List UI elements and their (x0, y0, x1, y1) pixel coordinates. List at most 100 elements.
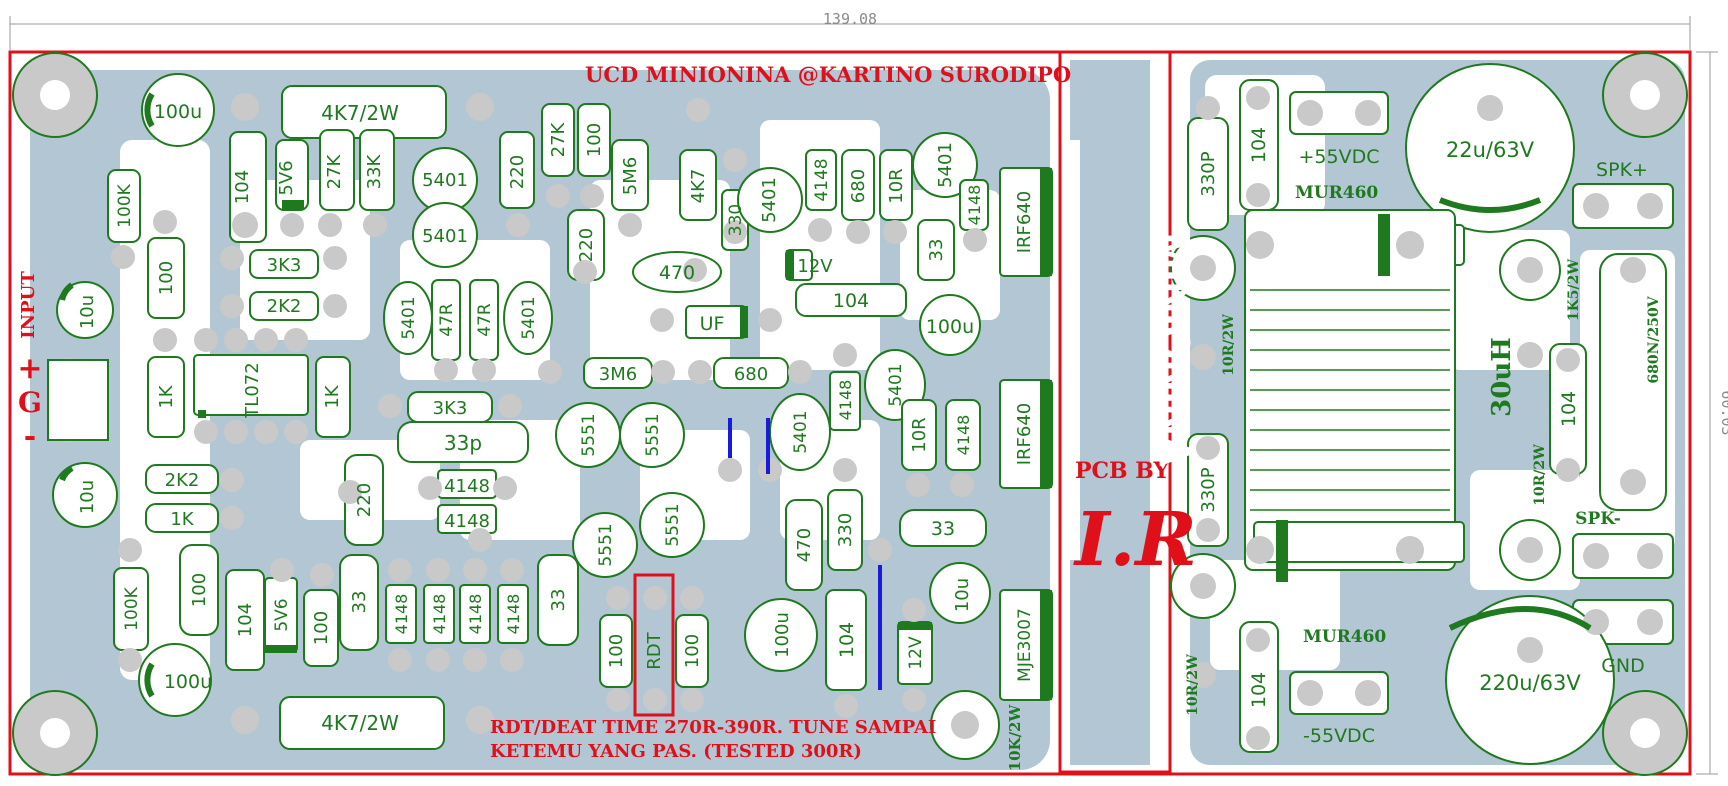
resistor-100-e: 100 (606, 634, 627, 668)
resistor-100-d: 100 (311, 611, 332, 645)
input-plus: + (17, 351, 42, 386)
zener-12v-a: 12V (797, 256, 833, 277)
resistor-2k2-b: 2K2 (165, 470, 200, 491)
ic-tl072: TL072 (242, 362, 263, 418)
resistor-47r-b: 47R (475, 303, 495, 337)
resistor-1k-a: 1K (156, 384, 177, 408)
zener-5v6-b: 5V6 (272, 598, 292, 631)
cap-220u-63v: 220u/63V (1479, 671, 1581, 695)
cap-100u-top-left: 100u (154, 101, 202, 123)
cap-104-d: 104 (836, 622, 858, 658)
transistor-5401-h: 5401 (886, 363, 906, 406)
jumper-wires (728, 418, 882, 690)
width-dimension: 139.08 (823, 10, 877, 28)
cap-330-a: 330 (726, 204, 746, 236)
resistor-3k3-b: 3K3 (433, 398, 468, 419)
cap-330p-b: 330P (1198, 467, 1219, 512)
resistor-27k-b: 27K (548, 121, 569, 157)
cap-330-b: 330 (835, 513, 856, 547)
inductor-windings (1250, 289, 1450, 511)
cap-470-a: 470 (659, 262, 695, 284)
input-gnd: G (18, 386, 42, 419)
input-connector (47, 359, 109, 441)
diode-mur460-a: MUR460 (1295, 183, 1378, 203)
transistor-5551-d: 5551 (663, 503, 683, 546)
diode-4148-h: 4148 (430, 594, 449, 635)
zener-12v-b: 12V (906, 636, 926, 670)
input-label: INPUT (18, 271, 39, 339)
board-title: UCD MINIONINA @KARTINO SURODIPO (585, 62, 1071, 87)
inductor-30uh: 30uH (1487, 337, 1517, 417)
resistor-4k7-top: 4K7/2W (321, 101, 399, 125)
cap-330p-a: 330P (1198, 151, 1219, 196)
deadtime-note-line2: KETEMU YANG PAS. (TESTED 300R) (490, 741, 862, 762)
diode-mur460-b: MUR460 (1303, 627, 1386, 647)
mounting-holes (12, 52, 1688, 776)
power-positive-label: +55VDC (1299, 146, 1380, 168)
resistor-100k-a: 100K (115, 183, 135, 227)
resistor-33k: 33K (364, 153, 385, 189)
transistor-5401-a: 5401 (422, 170, 468, 191)
diode-4148-g: 4148 (392, 594, 411, 635)
deadtime-note-line1: RDT/DEAT TIME 270R-390R. TUNE SAMPAI (490, 717, 936, 738)
cap-100u-mid: 100u (926, 316, 974, 338)
height-dimension: 60.03 (1718, 390, 1728, 435)
mosfet-irf640-b: IRF640 (1014, 403, 1035, 466)
power-negative-label: -55VDC (1303, 725, 1375, 747)
resistor-10k-2w: 10K/2W (1006, 704, 1024, 772)
resistor-4k7-bottom: 4K7/2W (321, 711, 399, 735)
resistor-5m6: 5M6 (620, 157, 641, 195)
diode-4148-d: 4148 (954, 415, 973, 456)
dimension-lines (9, 16, 1718, 775)
cap-10u-c: 10u (952, 578, 973, 612)
transistor-5401-g: 5401 (791, 410, 811, 453)
maker-logo: I.R (1073, 497, 1197, 583)
cap-33-d: 33 (548, 589, 569, 612)
resistor-220-b: 220 (576, 228, 597, 262)
polarity-bands (198, 168, 1390, 700)
resistor-680-a: 680 (848, 169, 869, 203)
resistor-27k-a: 27K (324, 153, 345, 189)
resistor-3m6: 3M6 (599, 364, 637, 385)
resistor-220-a: 220 (507, 155, 528, 189)
cap-104-g: 104 (1248, 672, 1270, 708)
diode-4148-a: 4148 (812, 158, 832, 201)
resistor-10r-2w-b: 10R/2W (1532, 444, 1548, 506)
pcb-by-label: PCB BY (1075, 458, 1170, 484)
speaker-positive-label: SPK+ (1596, 159, 1648, 181)
transistor-5551-a: 5551 (579, 413, 599, 456)
ground-label: GND (1601, 655, 1645, 677)
transistor-5401-d: 5401 (935, 142, 956, 188)
resistor-220-c: 220 (354, 483, 375, 517)
resistor-100k-b: 100K (122, 586, 142, 630)
input-minus: - (24, 419, 36, 454)
resistor-10r-2w-c: 10R/2W (1185, 654, 1201, 716)
resistor-10r-a: 10R (886, 168, 907, 203)
resistor-1k-b: 1K (322, 384, 343, 408)
speaker-negative-label: SPK- (1575, 509, 1621, 529)
diode-uf: UF (700, 313, 725, 335)
cap-10u-a: 10u (77, 295, 98, 329)
transistor-5551-b: 5551 (643, 413, 663, 456)
diode-4148-e: 4148 (444, 476, 490, 497)
cap-680n-250v: 680N/250V (1646, 295, 1662, 383)
zener-5v6-a: 5V6 (276, 160, 297, 195)
transistor-5401-f: 5401 (519, 296, 539, 339)
cap-104-c: 104 (235, 603, 256, 637)
diode-4148-i: 4148 (466, 594, 485, 635)
cap-100u-bottom-left: 100u (164, 671, 212, 693)
labels: UCD MINIONINA @KARTINO SURODIPO PCB BY I… (17, 62, 1662, 771)
cap-33-a: 33 (926, 239, 947, 262)
diode-4148-j: 4148 (504, 594, 523, 635)
resistor-1k-c: 1K (170, 509, 194, 530)
watermark-text: MINIONINA (1150, 233, 1199, 468)
transistor-5401-e: 5401 (399, 296, 419, 339)
transistor-mje3007: MJE3007 (1015, 608, 1035, 682)
board-outline (8, 50, 1692, 776)
transistor-5551-c: 5551 (596, 523, 616, 566)
resistor-100-f: 100 (682, 634, 703, 668)
resistor-4k7: 4K7 (688, 169, 709, 204)
mosfet-irf640-a: IRF640 (1014, 191, 1035, 254)
transistor-5401-c: 5401 (759, 177, 780, 223)
